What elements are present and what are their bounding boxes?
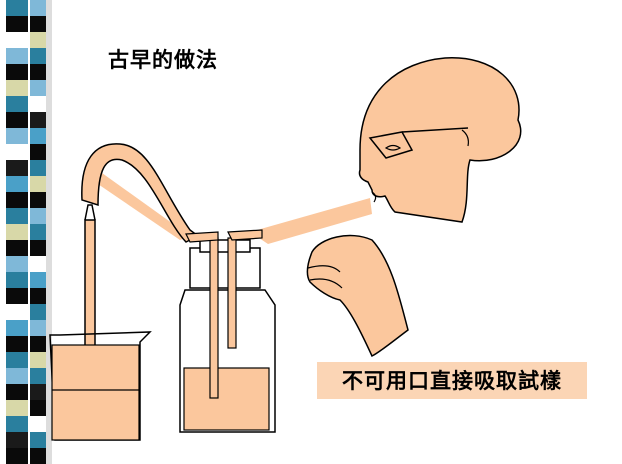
- gas-wash-bottle: [179, 229, 276, 433]
- warning-label: 不可用口直接吸取試樣: [317, 362, 587, 399]
- rubber-tube: [81, 143, 200, 243]
- beaker-liquid: [51, 344, 140, 441]
- person-head: [358, 57, 522, 223]
- bottle-liquid: [183, 367, 270, 431]
- beaker: [49, 331, 152, 441]
- slide-title: 古早的做法: [108, 47, 218, 72]
- eye-icon: [384, 144, 402, 151]
- decorative-stripe-bar: [6, 0, 52, 464]
- tube-flow-beam: [92, 168, 190, 240]
- person-hand: [306, 234, 409, 358]
- short-tube: [227, 237, 237, 349]
- breath-beam-mouth: [250, 198, 372, 244]
- long-tube: [209, 237, 219, 399]
- eyeglasses: [368, 127, 469, 159]
